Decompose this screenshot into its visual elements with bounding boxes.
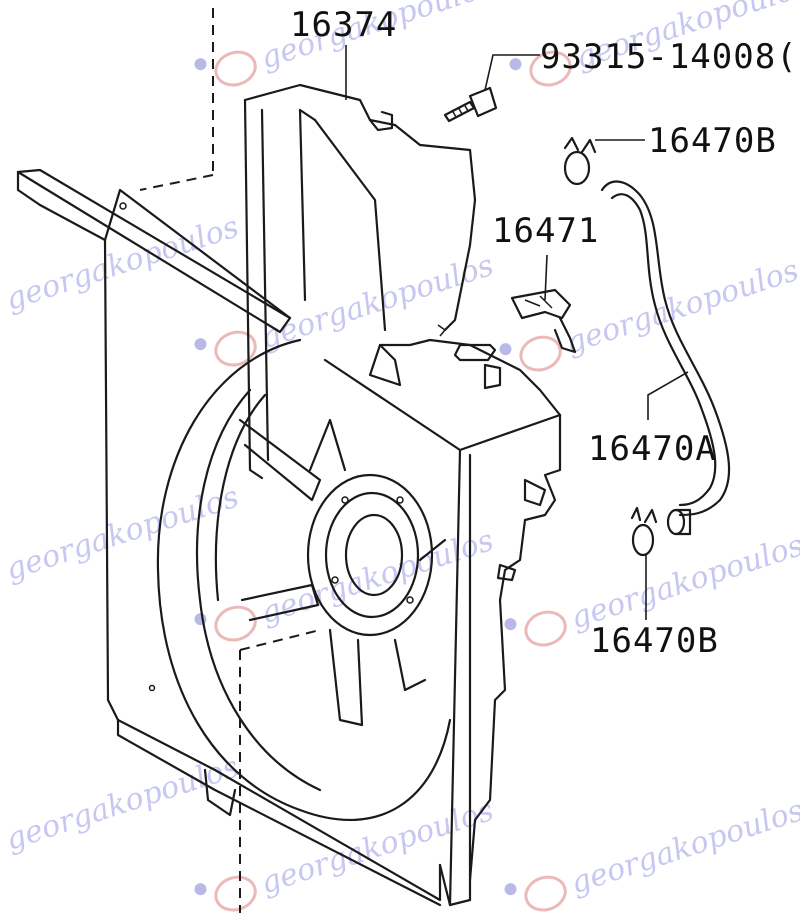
reference-lines [139, 8, 321, 913]
hose [600, 180, 731, 536]
watermark-text: georgakopoulos [2, 479, 243, 587]
bolt [443, 54, 540, 123]
fan-shroud [16, 83, 562, 907]
watermark-logo: georgakopoulos [504, 793, 800, 912]
watermark-text: georgakopoulos [257, 248, 498, 356]
watermark-logo: georgakopoulos [2, 209, 243, 317]
clamp-bottom [630, 506, 658, 620]
label-shroud: 16374 [290, 5, 397, 45]
watermark-text: georgakopoulos [257, 523, 498, 631]
watermark-text: georgakopoulos [562, 253, 800, 361]
watermark-text: georgakopoulos [2, 209, 243, 317]
watermark-logo: georgakopoulos [2, 479, 243, 587]
label-clamp-bottom: 16470B [590, 621, 719, 661]
watermark-logo: georgakopoulos [194, 248, 498, 367]
clamp-top [563, 136, 645, 186]
watermark-text: georgakopoulos [257, 793, 498, 901]
bracket [510, 254, 577, 354]
watermark-text: georgakopoulos [567, 793, 800, 901]
label-bracket: 16471 [492, 211, 599, 251]
label-bolt: 93315-14008(2 [540, 37, 800, 77]
watermark-text: georgakopoulos [567, 528, 800, 636]
watermark-logo: georgakopoulos [194, 523, 498, 642]
label-hose: 16470A [588, 429, 717, 469]
label-clamp-top: 16470B [648, 121, 777, 161]
fan-assembly [156, 338, 452, 821]
